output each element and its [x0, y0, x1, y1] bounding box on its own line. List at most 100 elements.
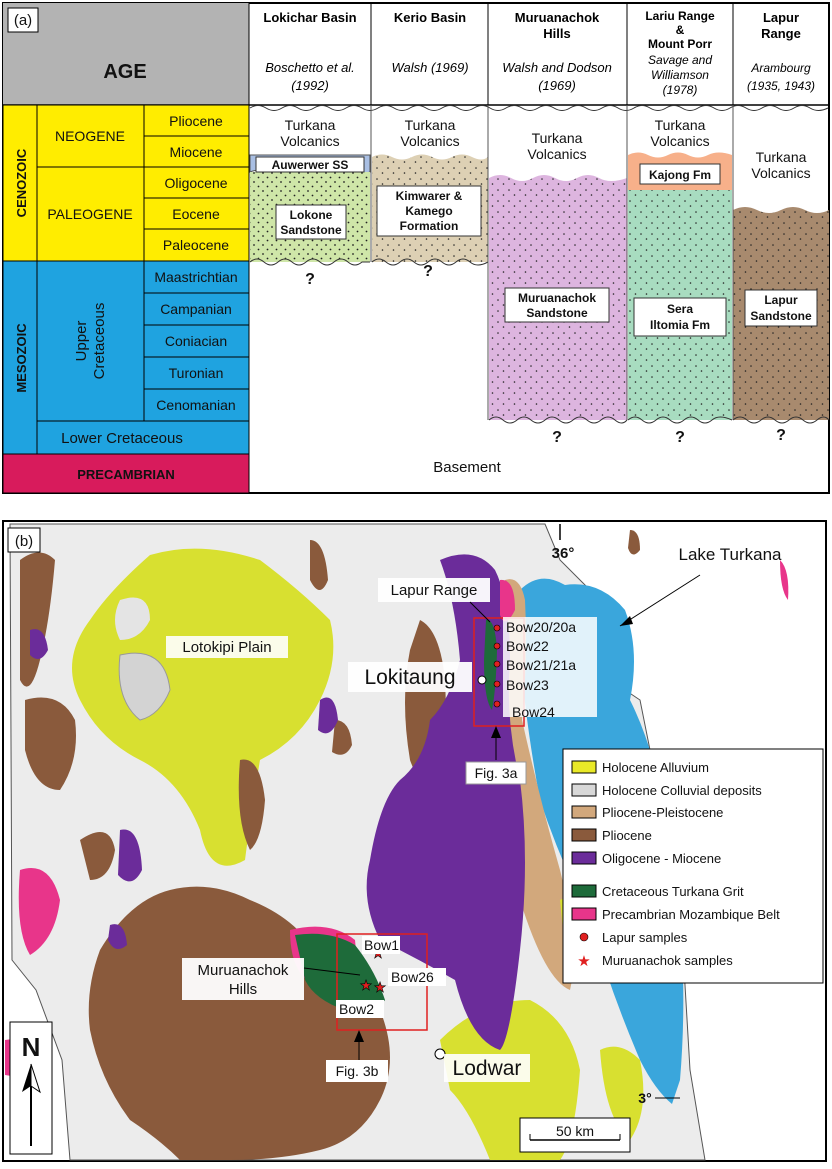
- north-label: N: [22, 1032, 41, 1062]
- lokitaung-label: Lokitaung: [364, 666, 455, 689]
- col-lokichar-ref2: (1992): [291, 78, 329, 93]
- sample-bow23: Bow23: [506, 677, 549, 693]
- lodwar-marker: [434, 1048, 446, 1060]
- legend-label-6: Precambrian Mozambique Belt: [602, 907, 780, 922]
- period-lower-cretaceous: Lower Cretaceous: [61, 430, 183, 447]
- col-kerio-name: Kerio Basin: [394, 10, 466, 25]
- lapur-sample-markers: [493, 624, 501, 708]
- legend-swatch-5: [571, 884, 597, 898]
- col-muruanachok-ref2: (1969): [538, 78, 576, 93]
- panel-b-label: (b): [15, 533, 33, 550]
- legend-swatch-6: [571, 907, 597, 921]
- legend-label-0: Holocene Alluvium: [602, 760, 709, 775]
- sample-bow22: Bow22: [506, 638, 549, 654]
- age-header-box: [3, 3, 249, 105]
- legend-swatch-0: [571, 760, 597, 774]
- legend-label-4: Oligocene - Miocene: [602, 851, 721, 866]
- epoch-eocene: Eocene: [172, 206, 220, 222]
- col-muruanachok-name: Muruanachok: [515, 10, 600, 25]
- epoch-maastrichtian: Maastrichtian: [154, 269, 237, 285]
- col-lariu-name2: &: [676, 23, 685, 37]
- unknown-muruanachok: ?: [552, 429, 562, 446]
- lokitaung-marker: [477, 675, 487, 685]
- col-lapur-ref: Arambourg: [750, 61, 811, 75]
- era-cenozoic: CENOZOIC: [14, 148, 29, 217]
- svg-text:★: ★: [374, 979, 387, 995]
- muruanachok-labels: Bow1 Bow26 Bow2: [336, 936, 446, 1018]
- scale-label: 50 km: [556, 1123, 594, 1139]
- col-lokichar-name: Lokichar Basin: [263, 10, 356, 25]
- epoch-campanian: Campanian: [160, 301, 232, 317]
- epoch-miocene: Miocene: [170, 144, 223, 160]
- unknown-lapur: ?: [776, 427, 786, 444]
- legend-label-5: Cretaceous Turkana Grit: [602, 884, 744, 899]
- sample-bow21: Bow21/21a: [506, 657, 576, 673]
- lodwar-label: Lodwar: [453, 1057, 522, 1080]
- legend-label-1: Holocene Colluvial deposits: [602, 783, 762, 798]
- period-neogene: NEOGENE: [55, 128, 125, 144]
- sample-bow24: Bow24: [512, 704, 555, 720]
- lake-turkana-label: Lake Turkana: [678, 545, 782, 564]
- basement-label: Basement: [433, 459, 501, 476]
- sample-bow2: Bow2: [339, 1001, 374, 1017]
- period-paleogene: PALEOGENE: [47, 206, 132, 222]
- period-upper-cretaceous: UpperCretaceous: [73, 303, 108, 380]
- era-precambrian: PRECAMBRIAN: [77, 467, 175, 482]
- legend-label-7: Lapur samples: [602, 930, 688, 945]
- epoch-turonian: Turonian: [169, 365, 224, 381]
- epoch-oligocene: Oligocene: [164, 175, 227, 191]
- panel-b: ★ ★ ★ (b) 36° Lake Turkana Lotokipi Plai…: [2, 520, 827, 1162]
- col-lapur-name: Lapur: [763, 10, 799, 25]
- legend-swatch-7: [579, 932, 589, 942]
- col-lariu-ref2: Williamson: [651, 68, 709, 82]
- legend-swatch-1: [571, 783, 597, 797]
- col-lariu-ref3: (1978): [663, 83, 698, 97]
- scale-bar: 50 km: [519, 1117, 631, 1153]
- col-kerio-ref: Walsh (1969): [391, 60, 468, 75]
- legend-swatch-2: [571, 805, 597, 819]
- col-lapur-name2: Range: [761, 26, 801, 41]
- column-headers: Lokichar Basin Boschetto et al. (1992) K…: [248, 3, 815, 105]
- col-lariu-name3: Mount Porr: [648, 37, 712, 51]
- turkana-grit-lapur: [484, 619, 497, 710]
- epoch-pliocene: Pliocene: [169, 113, 223, 129]
- legend-swatch-3: [571, 828, 597, 842]
- col-lokichar-ref: Boschetto et al.: [265, 60, 355, 75]
- legend-swatch-4: [571, 851, 597, 865]
- svg-text:★: ★: [360, 977, 373, 993]
- epoch-paleocene: Paleocene: [163, 237, 229, 253]
- col-muruanachok-ref: Walsh and Dodson: [502, 60, 612, 75]
- unit-auwerwer: Auwerwer SS: [272, 158, 349, 172]
- col-lapur-ref2: (1935, 1943): [747, 79, 815, 93]
- sample-bow20: Bow20/20a: [506, 619, 576, 635]
- col-muruanachok-name2: Hills: [543, 26, 570, 41]
- col-lariu-ref: Savage and: [648, 53, 712, 67]
- longitude-label: 36°: [552, 545, 575, 562]
- col-lariu-name: Lariu Range: [645, 9, 715, 23]
- time-scale: CENOZOIC MESOZOIC PRECAMBRIAN NEOGENE PA…: [2, 104, 250, 494]
- lotokipi-label: Lotokipi Plain: [182, 639, 271, 656]
- legend-swatch-8: ★: [577, 953, 590, 970]
- fig3a-label: Fig. 3a: [475, 765, 518, 781]
- legend-label-2: Pliocene-Pleistocene: [602, 805, 723, 820]
- unknown-lariu: ?: [675, 429, 685, 446]
- panel-a: (a) AGE Lokichar Basin Boschetto et al. …: [2, 2, 830, 494]
- lapur-sample-labels: Bow20/20a Bow22 Bow21/21a Bow23 Bow24: [503, 617, 597, 720]
- legend-label-8: Muruanachok samples: [602, 953, 733, 968]
- lapur-range-label: Lapur Range: [391, 582, 478, 599]
- north-arrow: N: [9, 1021, 53, 1155]
- era-mesozoic: MESOZOIC: [14, 323, 29, 393]
